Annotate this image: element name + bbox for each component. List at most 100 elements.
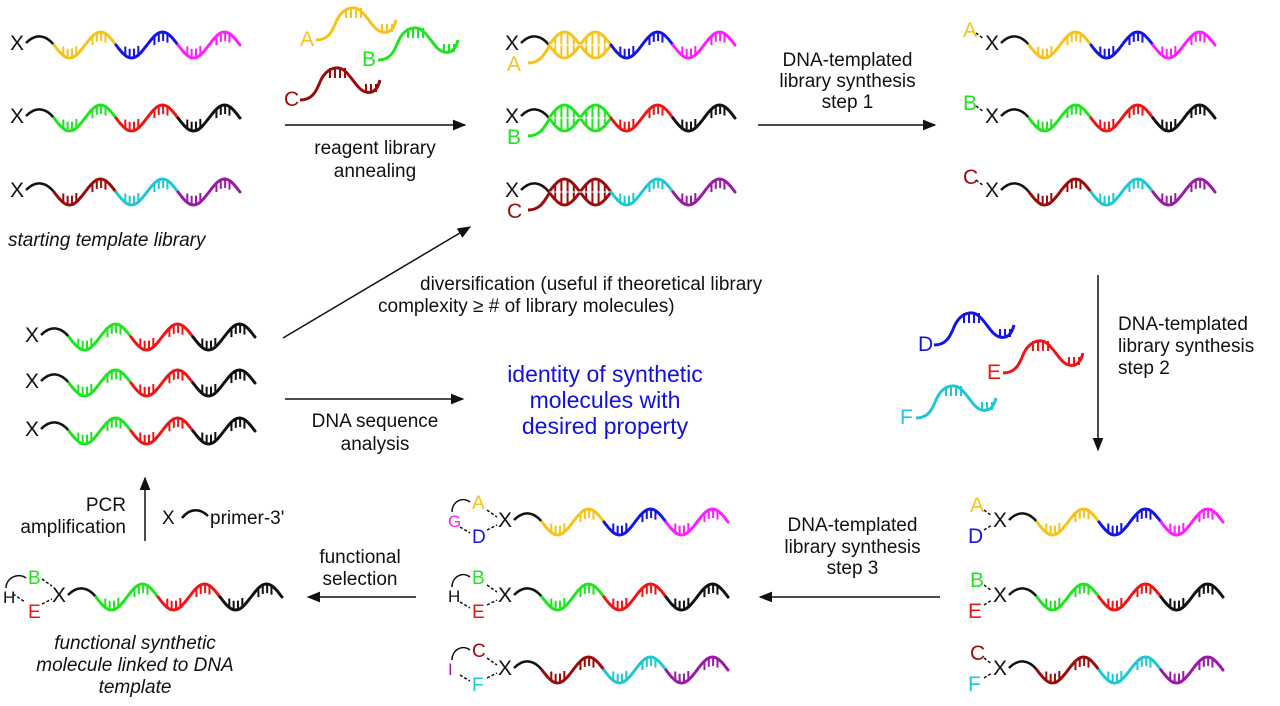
amplified-template-1-segment-3 (191, 322, 257, 352)
reagent-B (377, 26, 460, 62)
selected-letter-B: B (28, 568, 41, 589)
step3-bond-3 (459, 601, 471, 609)
diversification-label-2: complexity ≥ # of library molecules) (378, 296, 675, 317)
step1-template-3-segment-1 (1027, 177, 1093, 207)
step2-template-2-segment-2 (1097, 582, 1163, 612)
primer-linker (181, 509, 209, 519)
amplified-template-1-segment-2 (129, 322, 195, 352)
step3-letter-H: H (448, 587, 461, 606)
step1-template-2-x-label: X (985, 105, 1000, 128)
pcr-label-2: amplification (20, 517, 126, 538)
step1-template-2-segment-3 (1151, 103, 1217, 133)
step2-template-3-segment-2 (1097, 655, 1163, 685)
functional-caption-1: functional synthetic (54, 633, 216, 654)
step3-template-2 (513, 587, 543, 598)
step2-template-3 (1008, 660, 1038, 671)
amplified-template-2 (40, 373, 70, 384)
amplified-template-3-segment-2 (129, 416, 195, 446)
step1-bond (975, 32, 985, 40)
step2-letter-E: E (968, 600, 983, 623)
step1-template-3-segment-3 (1151, 177, 1217, 207)
step2-bond-bottom (983, 524, 993, 531)
step2-letter-C: C (970, 642, 986, 665)
step2-template-2-segment-1 (1035, 582, 1101, 612)
primer-label: primer-3' (210, 508, 285, 529)
amplified-template-3-segment-1 (67, 416, 133, 446)
step3-template-1-segment-3 (664, 507, 730, 537)
annealed-template-1-segment-3 (671, 30, 737, 60)
selected-letter-E: E (28, 602, 41, 623)
step3-ring-arc (451, 498, 471, 513)
reagent-D (933, 311, 1016, 347)
starting-library-caption: starting template library (8, 230, 206, 251)
step1-letter-B: B (963, 92, 978, 115)
step1-template-3-segment-2 (1089, 177, 1155, 207)
step2-bond-bottom (983, 599, 993, 606)
selected-ring-arc (5, 574, 27, 589)
start-template-3-segment-3 (176, 177, 242, 207)
annealed-template-1 (520, 35, 550, 46)
step3-template-3-x-label: X (498, 657, 513, 680)
reagent-E-letter: E (987, 361, 1002, 384)
step3-template-2-segment-2 (602, 582, 668, 612)
step2-template-3-x-label: X (993, 657, 1008, 680)
selected-letter-H: H (3, 588, 16, 607)
step3-bond-1 (486, 509, 498, 518)
start-template-3-segment-2 (114, 177, 180, 207)
step3-template-1 (513, 512, 543, 523)
step2-template-2-segment-3 (1159, 582, 1225, 612)
start-template-2-x-label: X (10, 105, 25, 128)
annealed-reagent-tail (527, 44, 552, 65)
sequence-analysis-label-1: DNA sequence (311, 411, 439, 432)
reagent-D-letter: D (918, 333, 934, 356)
annealed-template-2 (520, 108, 550, 119)
step2-label-2: library synthesis (1118, 336, 1255, 357)
step2-letter-A: A (970, 494, 985, 517)
step2-template-1 (1008, 512, 1038, 523)
identity-label-2: molecules with (529, 387, 681, 413)
step3-ring-arc (451, 573, 471, 588)
step1-template-1-x-label: X (985, 32, 1000, 55)
annealed-template-3-duplex (547, 177, 613, 207)
step2-letter-D: D (968, 525, 984, 548)
reagent-F-letter: F (900, 406, 913, 429)
step2-template-3-segment-3 (1159, 655, 1225, 685)
step3-letter-B: B (472, 568, 485, 589)
selected-template-2-segment-3 (218, 582, 284, 612)
step3-bond-2 (486, 599, 498, 606)
step3-label-1: DNA-templated (787, 515, 918, 536)
reagent-A-letter: A (300, 28, 315, 51)
step3-bond-1 (486, 657, 498, 666)
functional-caption-2: molecule linked to DNA (36, 655, 234, 676)
step3-bond-3 (459, 674, 471, 682)
step3-template-2-x-label: X (498, 584, 513, 607)
step3-letter-D: D (472, 527, 486, 548)
step3-letter-G: G (448, 512, 462, 531)
step1-letter-C: C (963, 166, 979, 189)
primer-x: X (162, 508, 175, 529)
step3-template-1-x-label: X (498, 509, 513, 532)
step3-template-1-segment-1 (540, 507, 606, 537)
step3-bond-2 (486, 524, 498, 531)
start-template-3-x-label: X (10, 179, 25, 202)
start-template-2-segment-1 (52, 103, 118, 133)
step3-bond-1 (486, 584, 498, 593)
step1-template-3 (1000, 182, 1030, 193)
start-template-1-segment-2 (114, 30, 180, 60)
step1-label-2: library synthesis (779, 71, 916, 92)
sequence-analysis-label-2: analysis (340, 434, 410, 455)
step3-bond-2 (486, 672, 498, 679)
amplified-template-1 (40, 327, 70, 338)
amplified-template-1-x-label: X (25, 324, 40, 347)
annealed-reagent-tail (527, 191, 552, 212)
annealed-reagent-tail (527, 117, 552, 138)
annealed-letter-A: A (507, 53, 522, 76)
step3-template-3-segment-3 (664, 655, 730, 685)
start-template-1-x-label: X (10, 32, 25, 55)
annealed-template-3-segment-2 (609, 177, 675, 207)
step2-bond-top (983, 584, 993, 592)
step2-template-2-x-label: X (993, 584, 1008, 607)
step1-template-1-segment-2 (1089, 30, 1155, 60)
step2-label-1: DNA-templated (1118, 314, 1248, 335)
annealed-template-2-segment-3 (671, 103, 737, 133)
